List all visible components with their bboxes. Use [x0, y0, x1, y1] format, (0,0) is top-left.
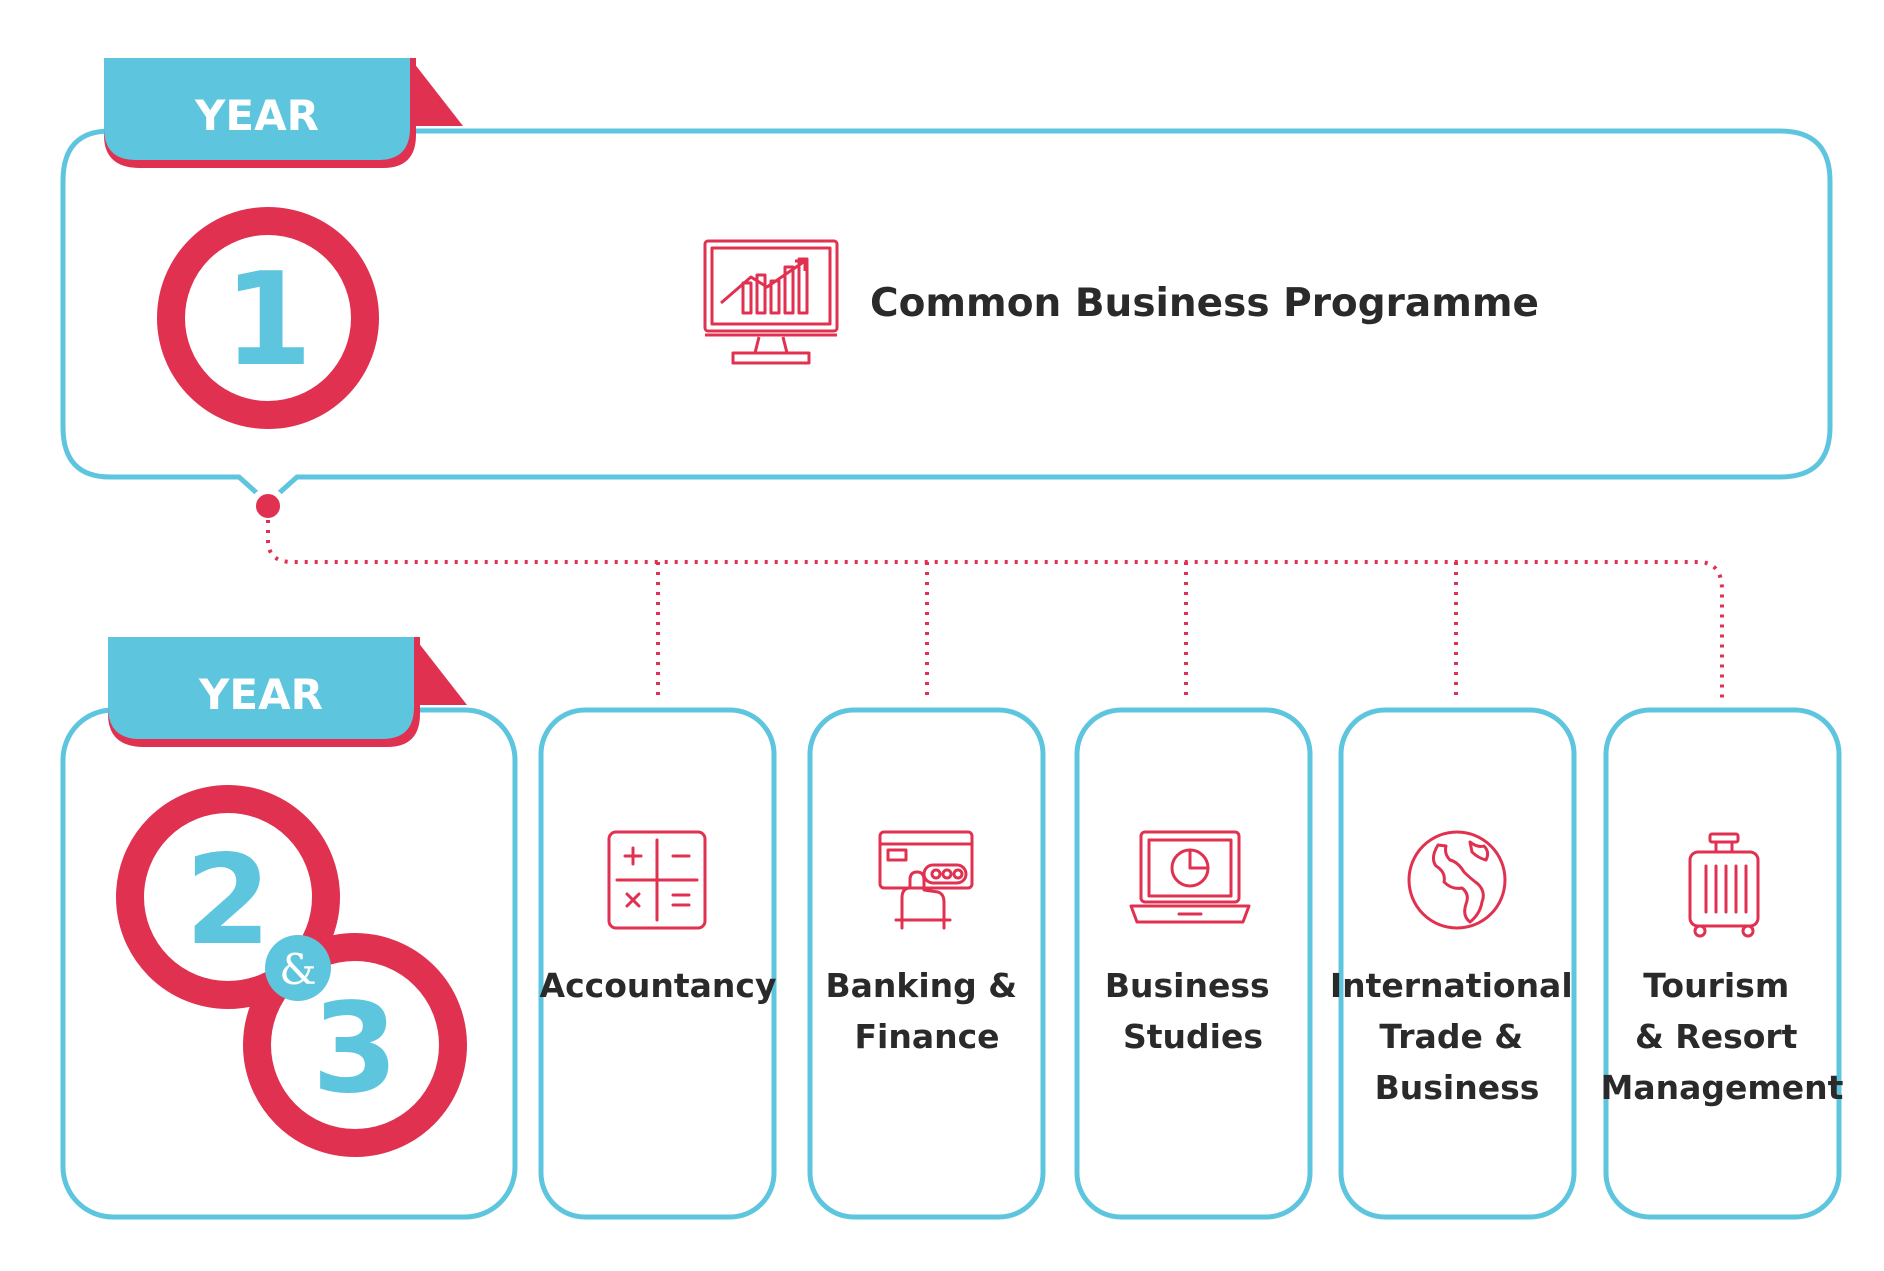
year-1-number: 1 — [223, 246, 312, 395]
year-1-panel — [60, 128, 1833, 507]
year-1-tab-fold — [410, 58, 463, 126]
card-label-line: Finance — [854, 1017, 999, 1056]
connector-main-line — [266, 520, 1724, 700]
card-label-line: Studies — [1123, 1017, 1263, 1056]
card-label-line: Management — [1601, 1068, 1844, 1107]
year-2-3-tab-label: YEAR — [198, 670, 323, 719]
card-label-line: Trade & — [1379, 1017, 1523, 1056]
card-label: Banking & Finance — [825, 966, 1028, 1056]
programme-cards: Accountancy Banking & Finance — [538, 707, 1844, 1220]
year-1-ring — [157, 207, 379, 429]
card-label-line: International — [1330, 966, 1573, 1005]
year-1-tab-body — [104, 58, 410, 160]
connector-dot — [250, 488, 286, 524]
year-2-3-tab: YEAR — [108, 637, 467, 747]
card-international-trade: International Trade & Business — [1330, 707, 1584, 1220]
card-label-line: Business — [1105, 966, 1270, 1005]
card-outline — [1074, 707, 1313, 1220]
card-label: Tourism & Resort Management — [1601, 966, 1844, 1107]
ampersand-label: & — [279, 945, 316, 994]
ampersand-circle — [265, 935, 331, 1001]
year-1-panel-outline — [60, 128, 1833, 507]
year-1-badge: 1 — [157, 207, 379, 429]
year-2-3-tab-body — [108, 637, 414, 739]
common-programme-label: Common Business Programme — [870, 281, 1539, 326]
card-label-line: Business — [1375, 1068, 1540, 1107]
card-label-line: Banking & — [825, 966, 1017, 1005]
dotted-connector — [250, 488, 1724, 700]
card-banking-finance: Banking & Finance — [807, 707, 1046, 1220]
card-payment-icon — [878, 830, 974, 930]
laptop-pie-chart-icon — [1129, 830, 1251, 924]
chart-monitor-icon — [703, 239, 839, 365]
year-1-tab-label: YEAR — [194, 91, 319, 140]
card-label-line: & Resort — [1635, 1017, 1798, 1056]
card-outline — [1603, 707, 1842, 1220]
card-label-line: Tourism — [1643, 966, 1789, 1005]
year-2-3-badge: 2 3 & — [116, 785, 467, 1157]
suitcase-icon — [1688, 832, 1760, 938]
card-outline — [538, 707, 777, 1220]
globe-icon — [1407, 830, 1507, 930]
year-3-number: 3 — [312, 977, 398, 1121]
card-outline — [807, 707, 1046, 1220]
calculator-icon — [607, 830, 707, 930]
card-label: Business Studies — [1105, 966, 1281, 1056]
card-label-line: Accountancy — [540, 966, 777, 1005]
card-label: International Trade & Business — [1330, 966, 1584, 1107]
year-2-3-tab-fold — [414, 637, 467, 705]
year-2-number: 2 — [185, 829, 271, 973]
card-accountancy: Accountancy — [538, 707, 777, 1220]
card-label: Accountancy — [540, 966, 777, 1005]
year-1-tab: YEAR — [104, 58, 463, 168]
card-business-studies: Business Studies — [1074, 707, 1313, 1220]
card-outline — [1338, 707, 1577, 1220]
card-tourism-resort: Tourism & Resort Management — [1601, 707, 1844, 1220]
